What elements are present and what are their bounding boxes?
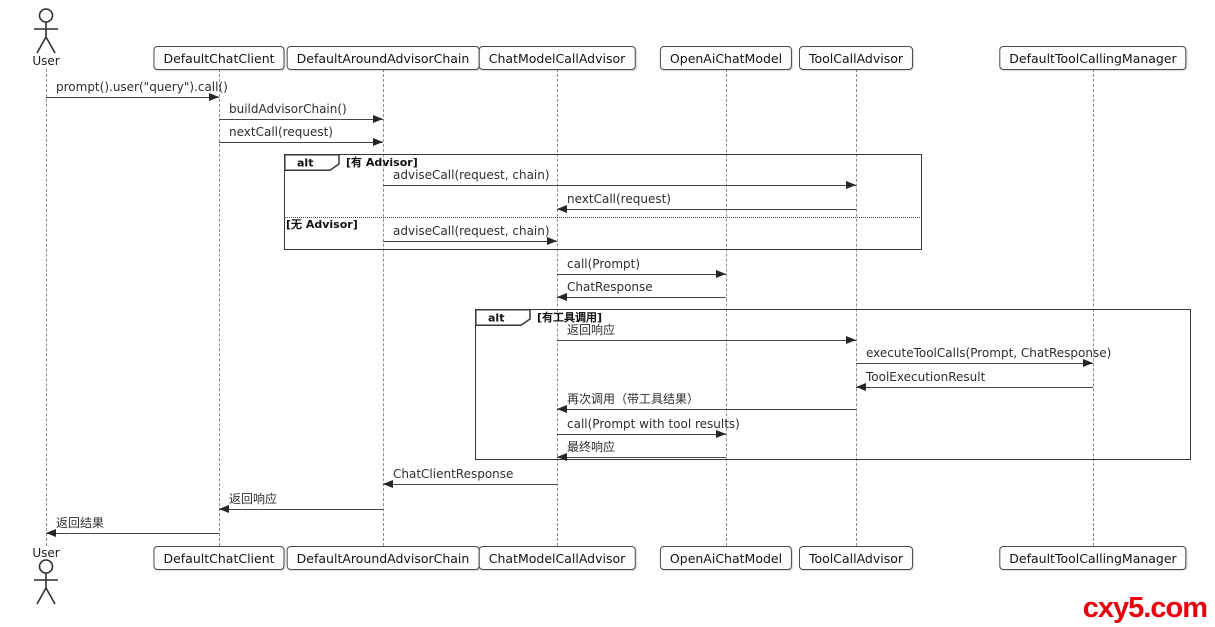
message-line xyxy=(557,409,856,410)
participant-box-bottom: DefaultChatClient xyxy=(153,546,285,570)
message-label: call(Prompt with tool results) xyxy=(567,417,740,431)
message-label: 返回结果 xyxy=(56,516,105,530)
alt-fragment-frame xyxy=(284,154,922,250)
fragment-divider xyxy=(284,217,922,218)
message-arrowhead xyxy=(557,293,567,301)
message-label: ChatResponse xyxy=(567,280,653,294)
message-label: 返回响应 xyxy=(567,323,616,337)
lifeline xyxy=(557,69,558,546)
message-label: buildAdvisorChain() xyxy=(229,102,347,116)
message-line xyxy=(557,209,856,210)
participant-box-top: ToolCallAdvisor xyxy=(798,46,914,70)
message-line xyxy=(557,457,726,458)
participant-box-top: DefaultChatClient xyxy=(153,46,285,70)
message-arrowhead xyxy=(383,480,393,488)
message-arrowhead xyxy=(846,181,856,189)
message-label: ToolExecutionResult xyxy=(866,370,986,384)
participant-box-bottom: DefaultToolCallingManager xyxy=(999,546,1187,570)
lifeline xyxy=(219,69,220,546)
actor-figure-bottom xyxy=(31,559,61,605)
message-arrowhead xyxy=(373,138,383,146)
watermark: cxy5.com xyxy=(1082,592,1208,624)
fragment-divider-label: [无 Advisor] xyxy=(286,218,358,231)
message-label: 返回响应 xyxy=(229,492,278,506)
message-label: nextCall(request) xyxy=(567,192,671,206)
message-arrowhead xyxy=(547,237,557,245)
message-line xyxy=(557,340,856,341)
message-label: prompt().user("query").call() xyxy=(56,80,228,94)
message-label: call(Prompt) xyxy=(567,257,641,271)
message-arrowhead xyxy=(557,205,567,213)
message-arrowhead xyxy=(846,336,856,344)
alt-fragment-frame xyxy=(475,309,1191,460)
participant-box-bottom: ChatModelCallAdvisor xyxy=(478,546,636,570)
message-label: nextCall(request) xyxy=(229,125,333,139)
message-line xyxy=(383,185,856,186)
message-label: ChatClientResponse xyxy=(393,467,514,481)
message-arrowhead xyxy=(46,529,56,537)
message-line xyxy=(383,241,557,242)
participant-box-top: DefaultToolCallingManager xyxy=(999,46,1187,70)
message-label: adviseCall(request, chain) xyxy=(393,168,550,182)
svg-text:alt: alt xyxy=(297,157,313,170)
alt-fragment-keyword: alt xyxy=(475,309,531,326)
message-line xyxy=(557,274,726,275)
actor-label-bottom: User xyxy=(32,546,60,560)
participant-box-top: DefaultAroundAdvisorChain xyxy=(286,46,480,70)
message-label: executeToolCalls(Prompt, ChatResponse) xyxy=(866,346,1112,360)
participant-box-top: ChatModelCallAdvisor xyxy=(478,46,636,70)
participant-box-bottom: ToolCallAdvisor xyxy=(798,546,914,570)
message-line xyxy=(219,509,383,510)
message-arrowhead xyxy=(219,505,229,513)
alt-fragment-guard: [有 Advisor] xyxy=(346,156,418,169)
message-arrowhead xyxy=(856,383,866,391)
message-line xyxy=(856,387,1093,388)
message-line xyxy=(219,119,383,120)
lifeline xyxy=(726,69,727,546)
message-line xyxy=(219,142,383,143)
lifeline xyxy=(383,69,384,546)
message-arrowhead xyxy=(557,405,567,413)
message-line xyxy=(46,97,219,98)
lifeline xyxy=(1093,69,1094,546)
actor-figure-top xyxy=(31,8,61,54)
lifeline xyxy=(46,69,47,546)
participant-box-bottom: OpenAiChatModel xyxy=(659,546,793,570)
message-arrowhead xyxy=(209,93,219,101)
svg-text:alt: alt xyxy=(488,312,504,325)
message-line xyxy=(383,484,557,485)
alt-fragment-keyword: alt xyxy=(284,154,340,171)
message-line xyxy=(856,363,1093,364)
message-label: adviseCall(request, chain) xyxy=(393,224,550,238)
message-arrowhead xyxy=(373,115,383,123)
message-arrowhead xyxy=(716,430,726,438)
message-line xyxy=(557,434,726,435)
participant-box-top: OpenAiChatModel xyxy=(659,46,793,70)
message-arrowhead xyxy=(716,270,726,278)
actor-label-top: User xyxy=(32,54,60,68)
lifeline xyxy=(856,69,857,546)
message-arrowhead xyxy=(1083,359,1093,367)
message-arrowhead xyxy=(557,453,567,461)
message-line xyxy=(557,297,726,298)
alt-fragment-guard: [有工具调用] xyxy=(537,311,603,324)
participant-box-bottom: DefaultAroundAdvisorChain xyxy=(286,546,480,570)
message-label: 再次调用（带工具结果） xyxy=(567,392,700,406)
message-label: 最终响应 xyxy=(567,440,616,454)
message-line xyxy=(46,533,219,534)
